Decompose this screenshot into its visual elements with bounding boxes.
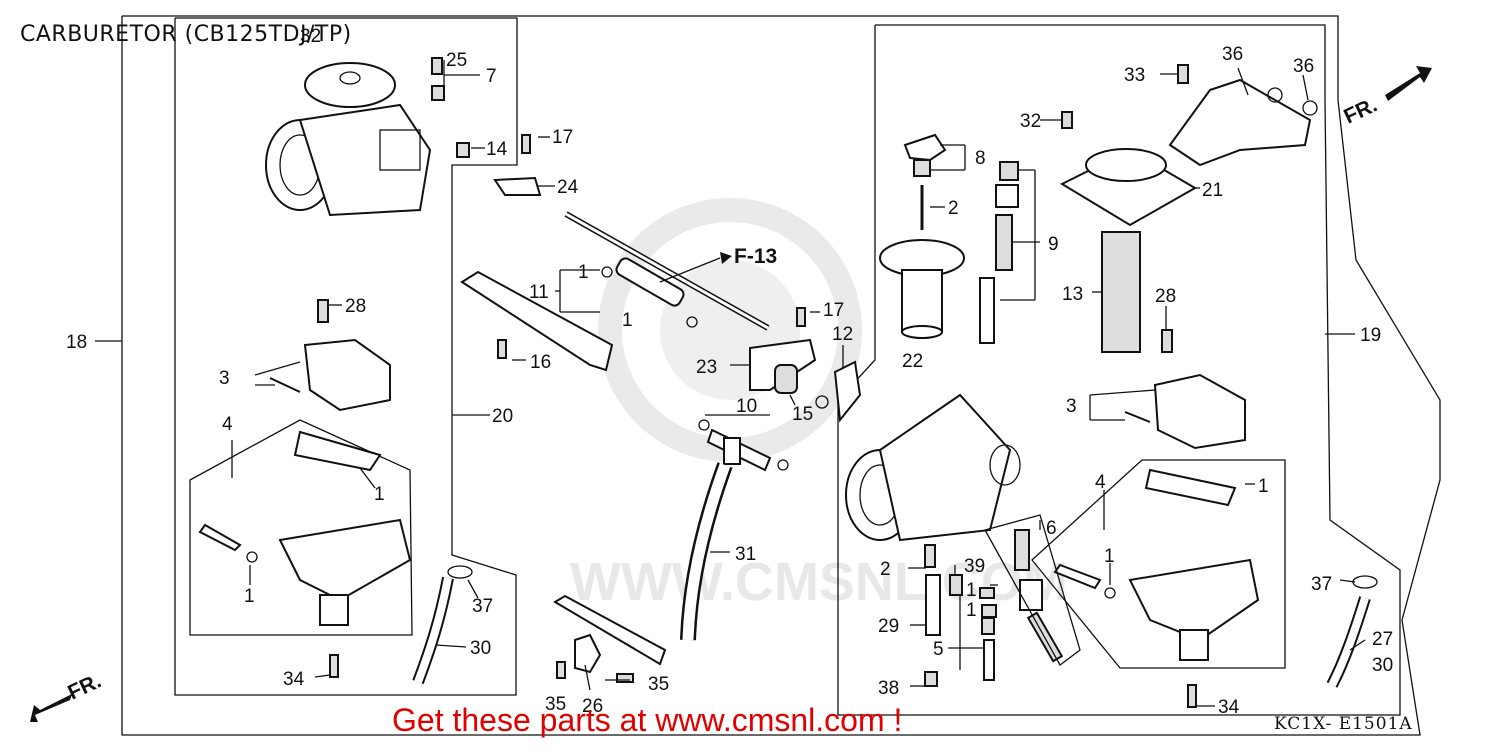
callout-3a: 3 [219, 368, 230, 389]
callout-8: 8 [975, 148, 986, 169]
callout-32b: 32 [1020, 111, 1041, 132]
callout-16: 16 [530, 352, 551, 373]
callout-4b: 4 [1095, 472, 1106, 493]
callout-17a: 17 [552, 127, 573, 148]
left-assembly-boundary [174, 17, 518, 696]
callout-20: 20 [492, 406, 513, 427]
callout-15: 15 [792, 404, 813, 425]
callout-4a: 4 [222, 414, 233, 435]
left-clip-37 [447, 565, 473, 579]
left-top-screws [431, 57, 531, 158]
callout-1a: 1 [374, 484, 385, 505]
right-spring-parts [979, 161, 1019, 344]
callout-17b: 17 [823, 300, 844, 321]
callout-34b: 34 [1218, 697, 1240, 718]
callout-23: 23 [696, 357, 717, 378]
callout-labels: 32 25 7 14 17 24 28 18 3 4 1 1 34 30 37 … [66, 26, 1393, 718]
right-needle-parts [879, 133, 965, 339]
callout-36b: 36 [1293, 56, 1314, 77]
callout-18: 18 [66, 332, 87, 353]
callout-1e: 1 [1258, 476, 1269, 497]
callout-14: 14 [486, 139, 508, 160]
right-valve-parts [1124, 329, 1246, 450]
callout-6: 6 [1046, 518, 1057, 539]
callout-3b: 3 [1066, 396, 1077, 417]
callout-13: 13 [1062, 284, 1083, 305]
callout-1g: 1 [966, 580, 977, 601]
callout-12: 12 [832, 324, 853, 345]
callout-34a: 34 [283, 669, 305, 690]
callout-10: 10 [736, 396, 757, 417]
callout-1b: 1 [244, 586, 255, 607]
drawing-code: KC1X- E1501A [1274, 714, 1413, 734]
right-float-parts [1053, 468, 1260, 708]
callout-28b: 28 [1155, 286, 1176, 307]
callout-30a: 30 [470, 638, 491, 659]
right-float-box [1031, 459, 1286, 669]
left-float-box [189, 419, 413, 636]
watermark-text: WWW.CMSNL.COM [570, 552, 1068, 612]
fr-label-bottom: FR. [64, 669, 104, 704]
callout-32a: 32 [300, 26, 321, 47]
parts-link-footer[interactable]: Get these parts at www.cmsnl.com ! [392, 702, 903, 738]
middle-link-parts [460, 176, 862, 472]
callout-1f: 1 [1104, 546, 1115, 567]
callout-19: 19 [1360, 325, 1381, 346]
right-bracket-36 [1061, 64, 1318, 167]
callout-38: 38 [878, 678, 899, 699]
callout-30b: 30 [1372, 655, 1393, 676]
callout-9: 9 [1048, 234, 1059, 255]
callout-11: 11 [529, 282, 549, 303]
callout-2b: 2 [880, 559, 891, 580]
callout-1c: 1 [578, 262, 589, 283]
frame-outline [121, 15, 1441, 736]
right-clip-37 [1352, 575, 1378, 589]
page-title: CARBURETOR (CB125TDJ/TP) [20, 22, 352, 47]
callout-24: 24 [557, 177, 579, 198]
callout-35a: 35 [545, 694, 566, 715]
callout-31: 31 [735, 544, 756, 565]
callout-21: 21 [1202, 180, 1223, 201]
callout-35b: 35 [648, 674, 669, 695]
bracket-26 [553, 594, 667, 683]
front-arrow-bottom-left: FR. [30, 669, 105, 722]
left-carburetor-body [265, 62, 432, 217]
right-jet-box [984, 514, 1081, 666]
callout-5: 5 [933, 639, 944, 660]
callout-25: 25 [446, 50, 467, 71]
callout-29: 29 [878, 616, 899, 637]
callout-37a: 37 [472, 596, 493, 617]
right-top-cover [1059, 148, 1198, 227]
callout-7: 7 [486, 66, 497, 87]
callout-1d: 1 [622, 310, 633, 331]
callout-27: 27 [1372, 629, 1393, 650]
fr-label-top: FR. [1340, 93, 1380, 128]
reference-f13: F-13 [734, 245, 777, 268]
callout-1h: 1 [966, 600, 977, 621]
left-float-parts [198, 299, 412, 678]
front-arrow-top-right: FR. [1340, 66, 1432, 129]
callout-22: 22 [902, 351, 923, 372]
callout-37b: 37 [1311, 574, 1332, 595]
callout-2a: 2 [948, 198, 959, 219]
callout-26: 26 [582, 696, 603, 717]
callout-33: 33 [1124, 65, 1145, 86]
callout-36a: 36 [1222, 44, 1243, 65]
leader-lines [95, 60, 1366, 707]
right-carburetor-body [845, 393, 1021, 542]
right-large-spring [1101, 231, 1141, 353]
callout-28a: 28 [345, 296, 366, 317]
callout-39: 39 [964, 556, 985, 577]
